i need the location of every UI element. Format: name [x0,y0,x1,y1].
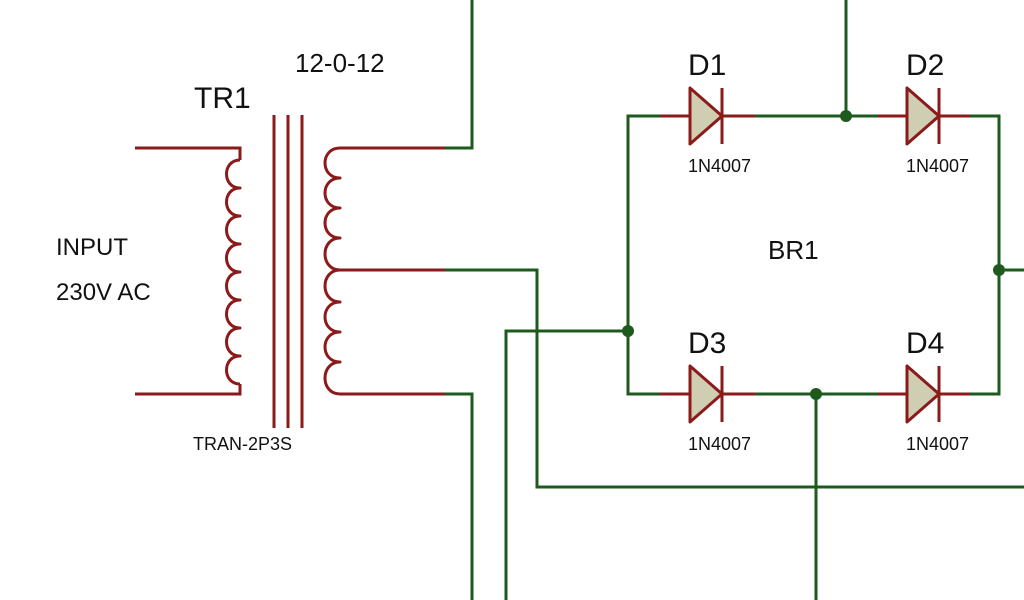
wire-top-secondary [443,0,474,150]
wire-bridge-left [626,114,662,396]
transformer-rating: 12-0-12 [295,48,385,78]
diode-d4 [878,364,970,424]
input-label-line1: INPUT [56,234,128,261]
junction-dot [810,388,822,400]
junction-dot [622,325,634,337]
diode-icon [688,364,724,424]
diode-d3-part: 1N4007 [688,434,751,454]
diode-icon [905,364,941,424]
wire-ac-to-bridge [504,329,630,600]
input-label-line2: 230V AC [56,279,151,306]
transformer-ref: TR1 [194,82,251,115]
wires [443,0,1024,600]
diode-d1 [660,86,755,146]
diode-d2-part: 1N4007 [906,156,969,176]
diode-icon [688,86,724,146]
diode-d4-ref: D4 [906,327,944,360]
wire-bottom-secondary [443,392,474,600]
primary-winding-icon [225,158,242,386]
transformer-part: TRAN-2P3S [193,434,292,454]
diode-d1-part: 1N4007 [688,156,751,176]
wire-center-tap [443,268,1024,489]
diode-d1-ref: D1 [688,49,726,82]
diode-d2-ref: D2 [906,49,944,82]
junction-dot [993,264,1005,276]
bridge-ref: BR1 [768,235,819,265]
secondary-winding-icon [323,146,342,396]
junctions [622,110,1005,400]
diode-icon [905,86,941,146]
primary-lead-top [135,146,242,160]
wire-bridge-right [968,114,1001,396]
transformer-symbol [135,115,445,428]
diode-d4-part: 1N4007 [906,434,969,454]
diode-d3 [660,364,755,424]
diode-d3-ref: D3 [688,327,726,360]
diode-d2 [878,86,970,146]
primary-lead-bottom [135,384,242,396]
junction-dot [840,110,852,122]
